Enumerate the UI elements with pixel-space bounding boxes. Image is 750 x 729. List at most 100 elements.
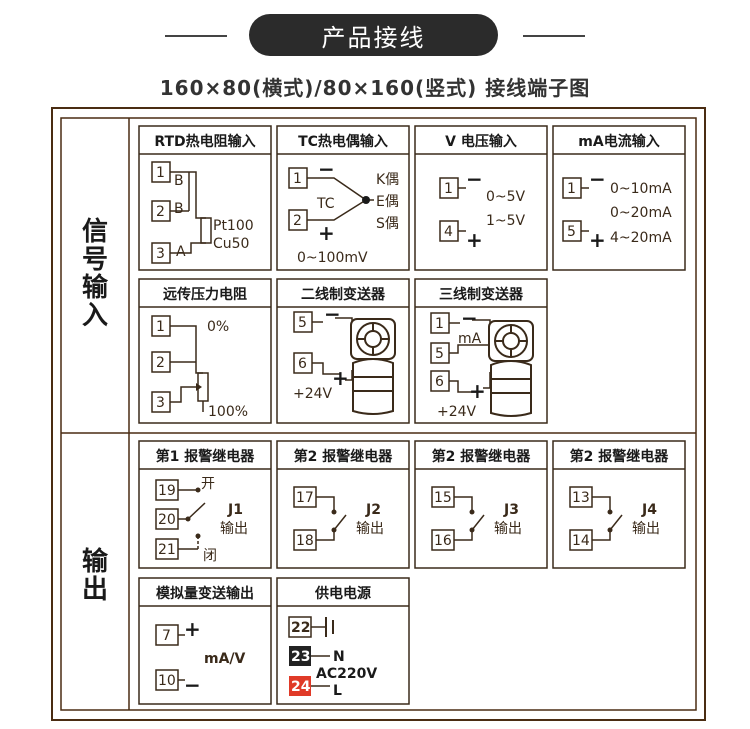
rtd-terminal-2: 2 [156,204,165,220]
voltage-range-0-5v: 0~5V [486,189,526,205]
remote-zero-percent: 0% [207,319,229,335]
relay3-output-label: 输出 [494,521,522,537]
current-range-0-10ma: 0~10mA [610,181,672,197]
two-wire-terminal-6: 6 [298,356,307,372]
panel-title-rtd: RTD热电阻输入 [154,133,255,150]
relay3-terminal-15: 15 [434,490,452,506]
relay3-j-label: J3 [503,502,519,518]
section-signal-input-char-1: 信 [82,217,108,247]
three-wire-plus-sign: + [469,379,486,403]
tc-terminal-2: 2 [293,213,302,229]
power-ac-label: AC220V [316,666,377,682]
rtd-terminal-1: 1 [156,165,165,181]
current-terminal-1: 1 [567,181,576,197]
tc-s-type: S偶 [376,216,399,232]
relay4-terminal-14: 14 [572,533,590,549]
relay1-open-label: 开 [201,476,215,492]
two-wire-plus-sign: + [332,366,349,390]
three-wire-terminal-5: 5 [435,346,444,362]
tc-e-type: E偶 [376,194,399,210]
relay4-j-label: J4 [641,502,657,518]
tc-plus-sign: + [318,221,335,245]
rtd-label-b2: B [174,201,184,217]
power-terminal-24: 24 [291,679,311,695]
rtd-label-a: A [176,244,186,260]
panel-title-voltage: V 电压输入 [445,133,517,150]
analog-unit-label: mA/V [204,651,246,667]
relay2-terminal-17: 17 [296,490,314,506]
current-range-4-20ma: 4~20mA [610,230,672,246]
two-wire-terminal-5: 5 [298,315,307,331]
panel-title-relay-1: 第1 报警继电器 [156,448,256,465]
relay1-j-label: J1 [227,502,243,518]
relay3-terminal-16: 16 [434,533,452,549]
section-signal-input-char-3: 输 [82,272,109,303]
tc-range: 0~100mV [297,250,368,266]
tc-minus-sign: − [318,157,335,181]
analog-minus-sign: − [184,673,201,697]
voltage-plus-sign: + [466,228,483,252]
section-output-char-1: 输 [82,546,109,577]
panel-title-relay-4: 第2 报警继电器 [570,448,670,465]
three-wire-minus-sign: − [461,306,478,330]
panel-title-three-wire: 三线制变送器 [439,286,524,303]
header-title: 产品接线 [249,14,498,56]
analog-terminal-10: 10 [158,673,176,689]
rtd-terminal-3: 3 [156,246,165,262]
power-terminal-23: 23 [291,649,310,665]
two-wire-minus-sign: − [324,302,341,326]
three-wire-terminal-6: 6 [435,374,444,390]
panel-title-two-wire: 二线制变送器 [301,286,386,303]
panel-title-power-supply: 供电电源 [314,585,371,602]
relay2-output-label: 输出 [356,521,384,537]
current-range-0-20ma: 0~20mA [610,205,672,221]
section-signal-input-char-2: 号 [82,245,108,275]
current-minus-sign: − [589,167,606,191]
outer-frame [51,107,706,721]
remote-terminal-3: 3 [156,395,165,411]
panel-title-remote-resistance: 远传压力电阻 [163,286,247,303]
rtd-label-b1: B [174,173,184,189]
relay2-j-label: J2 [365,502,381,518]
remote-terminal-2: 2 [156,355,165,371]
three-wire-24v: +24V [437,404,477,420]
tc-label: TC [316,196,335,212]
panel-title-relay-3: 第2 报警继电器 [432,448,532,465]
relay1-terminal-21: 21 [158,542,176,558]
analog-terminal-7: 7 [162,628,171,644]
relay1-output-label: 输出 [220,521,248,537]
voltage-range-1-5v: 1~5V [486,213,526,229]
panel-title-current: mA电流输入 [578,133,659,150]
voltage-minus-sign: − [466,167,483,191]
panel-title-analog-output: 模拟量变送输出 [156,585,254,602]
panel-title-tc: TC热电偶输入 [298,133,388,150]
relay4-output-label: 输出 [632,521,660,537]
relay2-terminal-18: 18 [296,533,314,549]
tc-terminal-1: 1 [293,171,302,187]
power-terminal-22: 22 [291,620,310,636]
section-output-char-2: 出 [82,575,108,605]
relay4-terminal-13: 13 [572,490,590,506]
header-rule-left [165,35,227,37]
voltage-terminal-1: 1 [444,181,453,197]
tc-k-type: K偶 [376,172,399,188]
three-wire-terminal-1: 1 [435,316,444,332]
remote-terminal-1: 1 [156,319,165,335]
two-wire-24v: +24V [293,386,333,402]
current-plus-sign: + [589,228,606,252]
panel-title-relay-2: 第2 报警继电器 [294,448,394,465]
remote-hundred-percent: 100% [208,404,248,420]
page-subtitle: 160×80(横式)/80×160(竖式) 接线端子图 [159,76,591,100]
relay1-terminal-20: 20 [158,512,176,528]
power-l-label: L [333,683,342,699]
three-wire-ma-label: mA [458,331,482,347]
voltage-terminal-4: 4 [444,224,453,240]
rtd-pt100-label: Pt100 [213,218,254,234]
analog-plus-sign: + [184,617,201,641]
current-terminal-5: 5 [567,224,576,240]
header-rule-right [523,35,585,37]
section-signal-input-char-4: 入 [82,301,108,331]
inner-frame [60,117,697,711]
relay1-close-label: 闭 [203,548,217,564]
